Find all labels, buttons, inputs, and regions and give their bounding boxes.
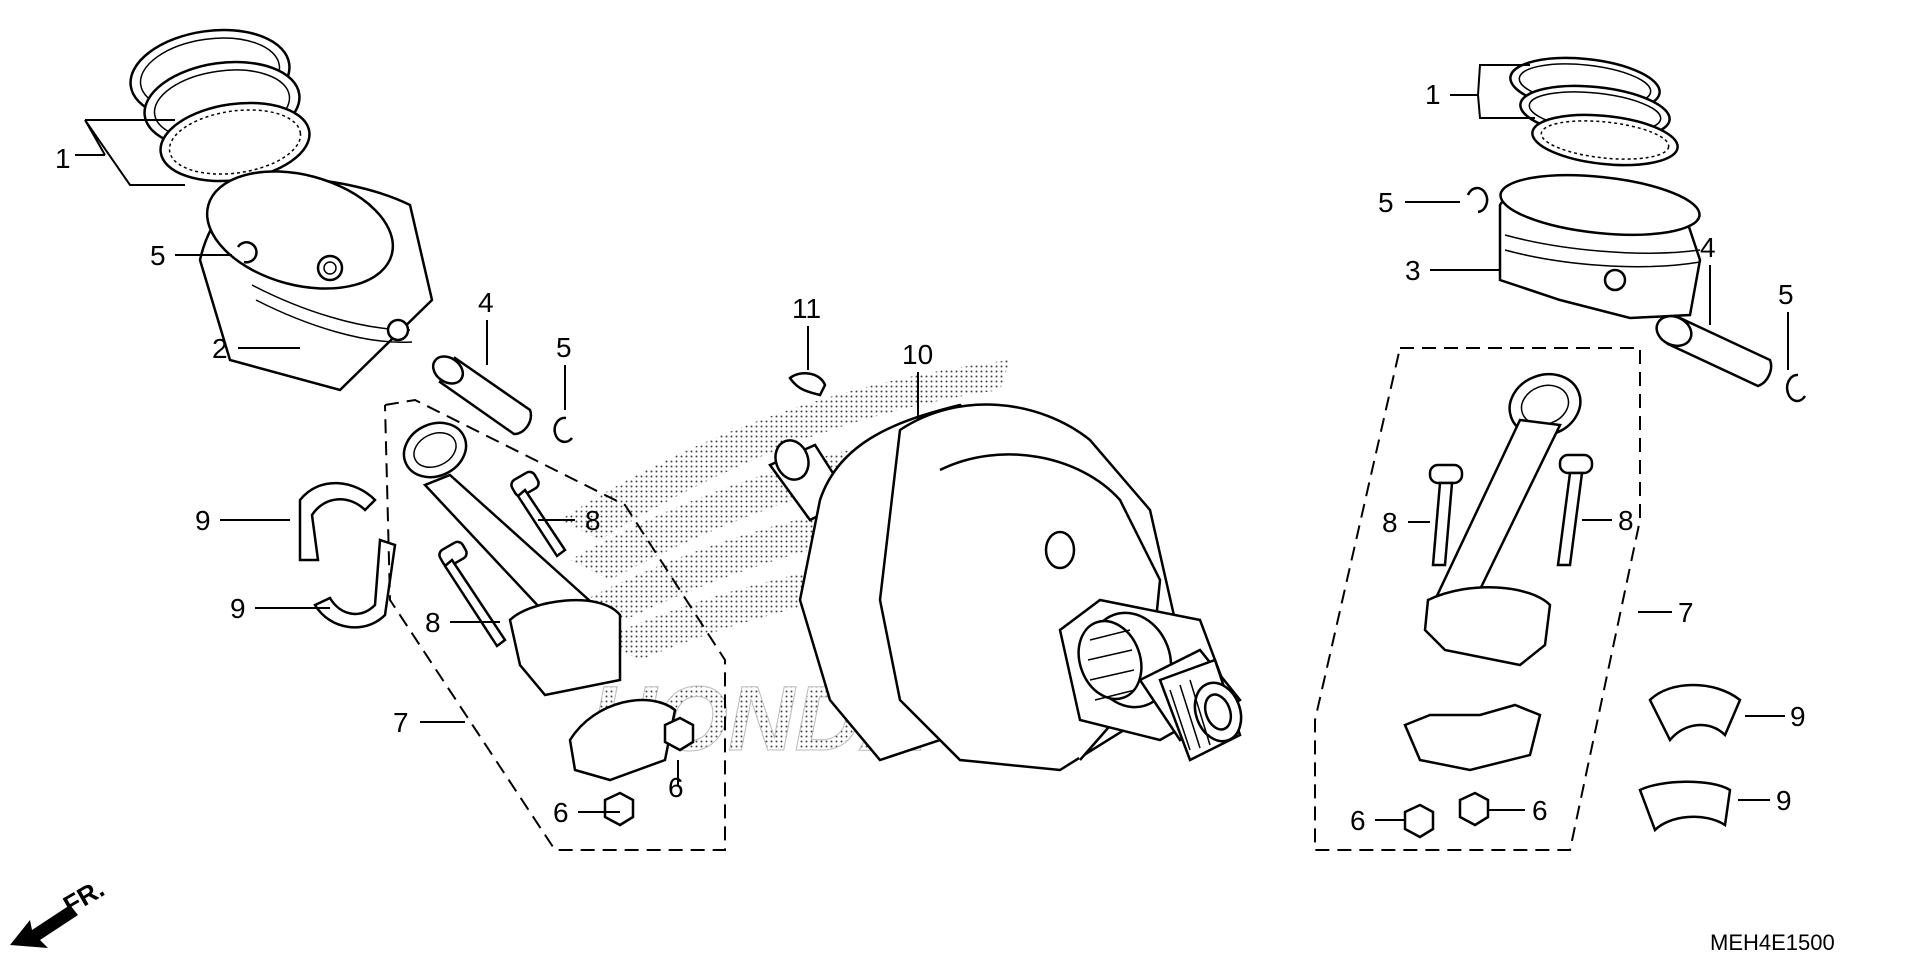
callout-9-right-a: 9	[1790, 701, 1806, 732]
callout-8-left-b: 8	[425, 607, 441, 638]
leader-lines	[75, 64, 1789, 821]
callout-8-right-b: 8	[1618, 505, 1634, 536]
crankshaft-gear	[1077, 619, 1143, 701]
woodruff-key	[788, 372, 827, 397]
callout-2: 2	[212, 333, 228, 364]
callout-6-left-b: 6	[553, 797, 569, 828]
circlip-left-top	[236, 241, 258, 264]
callout-5-right-top: 5	[1378, 187, 1394, 218]
callout-6-right-b: 6	[1532, 795, 1548, 826]
callout-1-right: 1	[1425, 79, 1441, 110]
piston-right	[1498, 174, 1702, 320]
bearing-shell-left-a	[298, 481, 377, 562]
connecting-rod-left	[402, 421, 677, 782]
crankshaft	[768, 403, 1243, 772]
diagram-code: MEH4E1500	[1710, 930, 1835, 955]
conrod-bolt-right-b	[1556, 453, 1594, 567]
callout-7-left: 7	[393, 707, 409, 738]
circlip-right-pin	[1785, 373, 1807, 403]
callout-5-right-pin: 5	[1778, 279, 1794, 310]
callout-1-left: 1	[55, 143, 71, 174]
callout-9-left-b: 9	[230, 593, 246, 624]
callout-labels: 1 5 2 4 5 9 9 8 8 7 6 6 11 10 1 5 3 4 5 …	[55, 79, 1806, 836]
connecting-rod-right	[1403, 372, 1582, 772]
piston-rings-left	[129, 28, 311, 183]
conrod-nut-right-a	[1403, 803, 1435, 839]
callout-5-left-pin: 5	[556, 332, 572, 363]
callout-4-left: 4	[478, 287, 494, 318]
conrod-group-outline-left	[384, 398, 726, 851]
circlip-right-top	[1466, 186, 1489, 214]
callout-11: 11	[792, 293, 821, 324]
piston-left	[198, 170, 434, 392]
callout-5-left-top: 5	[150, 240, 166, 271]
conrod-bolt-right-a	[1428, 463, 1464, 567]
callout-4-right: 4	[1700, 232, 1716, 263]
bearing-shell-right-a	[1648, 683, 1742, 743]
conrod-nut-left-b	[603, 791, 635, 827]
callout-6-left-a: 6	[668, 772, 684, 803]
piston-pin-right	[1655, 314, 1773, 388]
piston-rings-right	[1509, 56, 1679, 167]
callout-9-left-a: 9	[195, 505, 211, 536]
conrod-bolt-left-b	[438, 540, 507, 648]
conrod-nut-left-a	[663, 716, 695, 752]
callout-7-right: 7	[1678, 597, 1694, 628]
callout-3: 3	[1405, 255, 1421, 286]
conrod-nut-right-b	[1458, 791, 1490, 827]
callout-8-right-a: 8	[1382, 507, 1398, 538]
bearing-shell-right-b	[1638, 780, 1732, 833]
conrod-group-outline-right	[1314, 347, 1641, 851]
circlip-left-pin	[553, 416, 573, 444]
conrod-bolt-left-a	[510, 470, 567, 558]
callout-10: 10	[902, 339, 933, 370]
bearing-shell-left-b	[313, 538, 397, 629]
front-direction-arrow: FR.	[10, 873, 109, 948]
callout-6-right-a: 6	[1350, 805, 1366, 836]
piston-pin-left	[431, 355, 533, 436]
crankshaft-spline-end	[1158, 658, 1243, 762]
callout-8-left-a: 8	[585, 505, 601, 536]
callout-9-right-b: 9	[1776, 785, 1792, 816]
